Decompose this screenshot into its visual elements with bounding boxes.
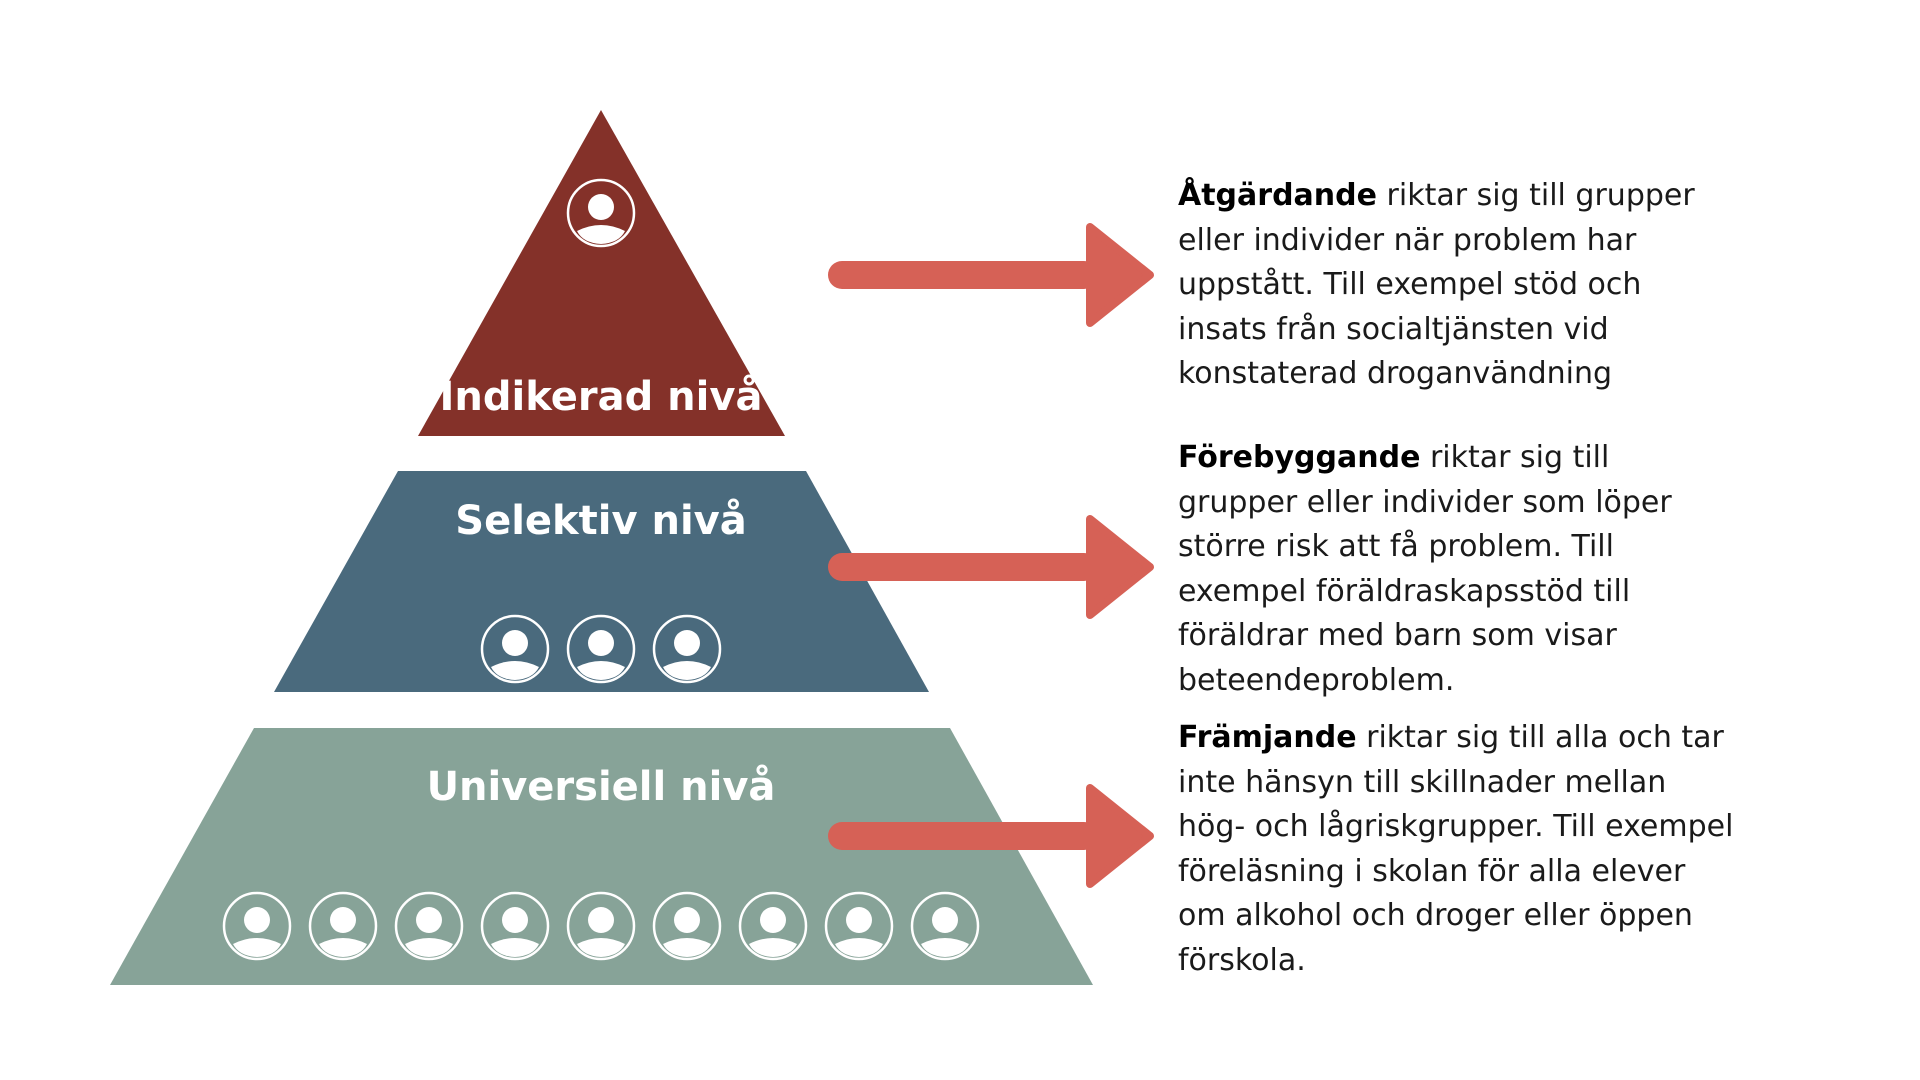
arrow-right-icon xyxy=(828,227,1150,323)
description-preventive: Förebyggande riktar sig till grupper ell… xyxy=(1178,436,1738,703)
level-universal-label: Universiell nivå xyxy=(427,763,776,810)
level-universal: Universiell nivå xyxy=(110,728,1093,985)
description-text: riktar sig till alla och tar inte hänsyn… xyxy=(1178,720,1734,978)
level-selective: Selektiv nivå xyxy=(274,471,929,692)
description-corrective: Åtgärdande riktar sig till grupper eller… xyxy=(1178,174,1738,397)
level-selective-label: Selektiv nivå xyxy=(455,497,746,544)
description-term: Främjande xyxy=(1178,720,1357,755)
description-text: riktar sig till grupper eller individer … xyxy=(1178,178,1695,391)
level-indicated-shape xyxy=(418,110,785,436)
description-term: Åtgärdande xyxy=(1178,178,1377,213)
description-promotive: Främjande riktar sig till alla och tar i… xyxy=(1178,716,1738,983)
level-indicated: Indikerad nivå xyxy=(418,110,785,436)
description-text: riktar sig till grupper eller individer … xyxy=(1178,440,1672,698)
level-selective-shape xyxy=(274,471,929,692)
description-term: Förebyggande xyxy=(1178,440,1421,475)
level-indicated-label: Indikerad nivå xyxy=(440,373,763,420)
